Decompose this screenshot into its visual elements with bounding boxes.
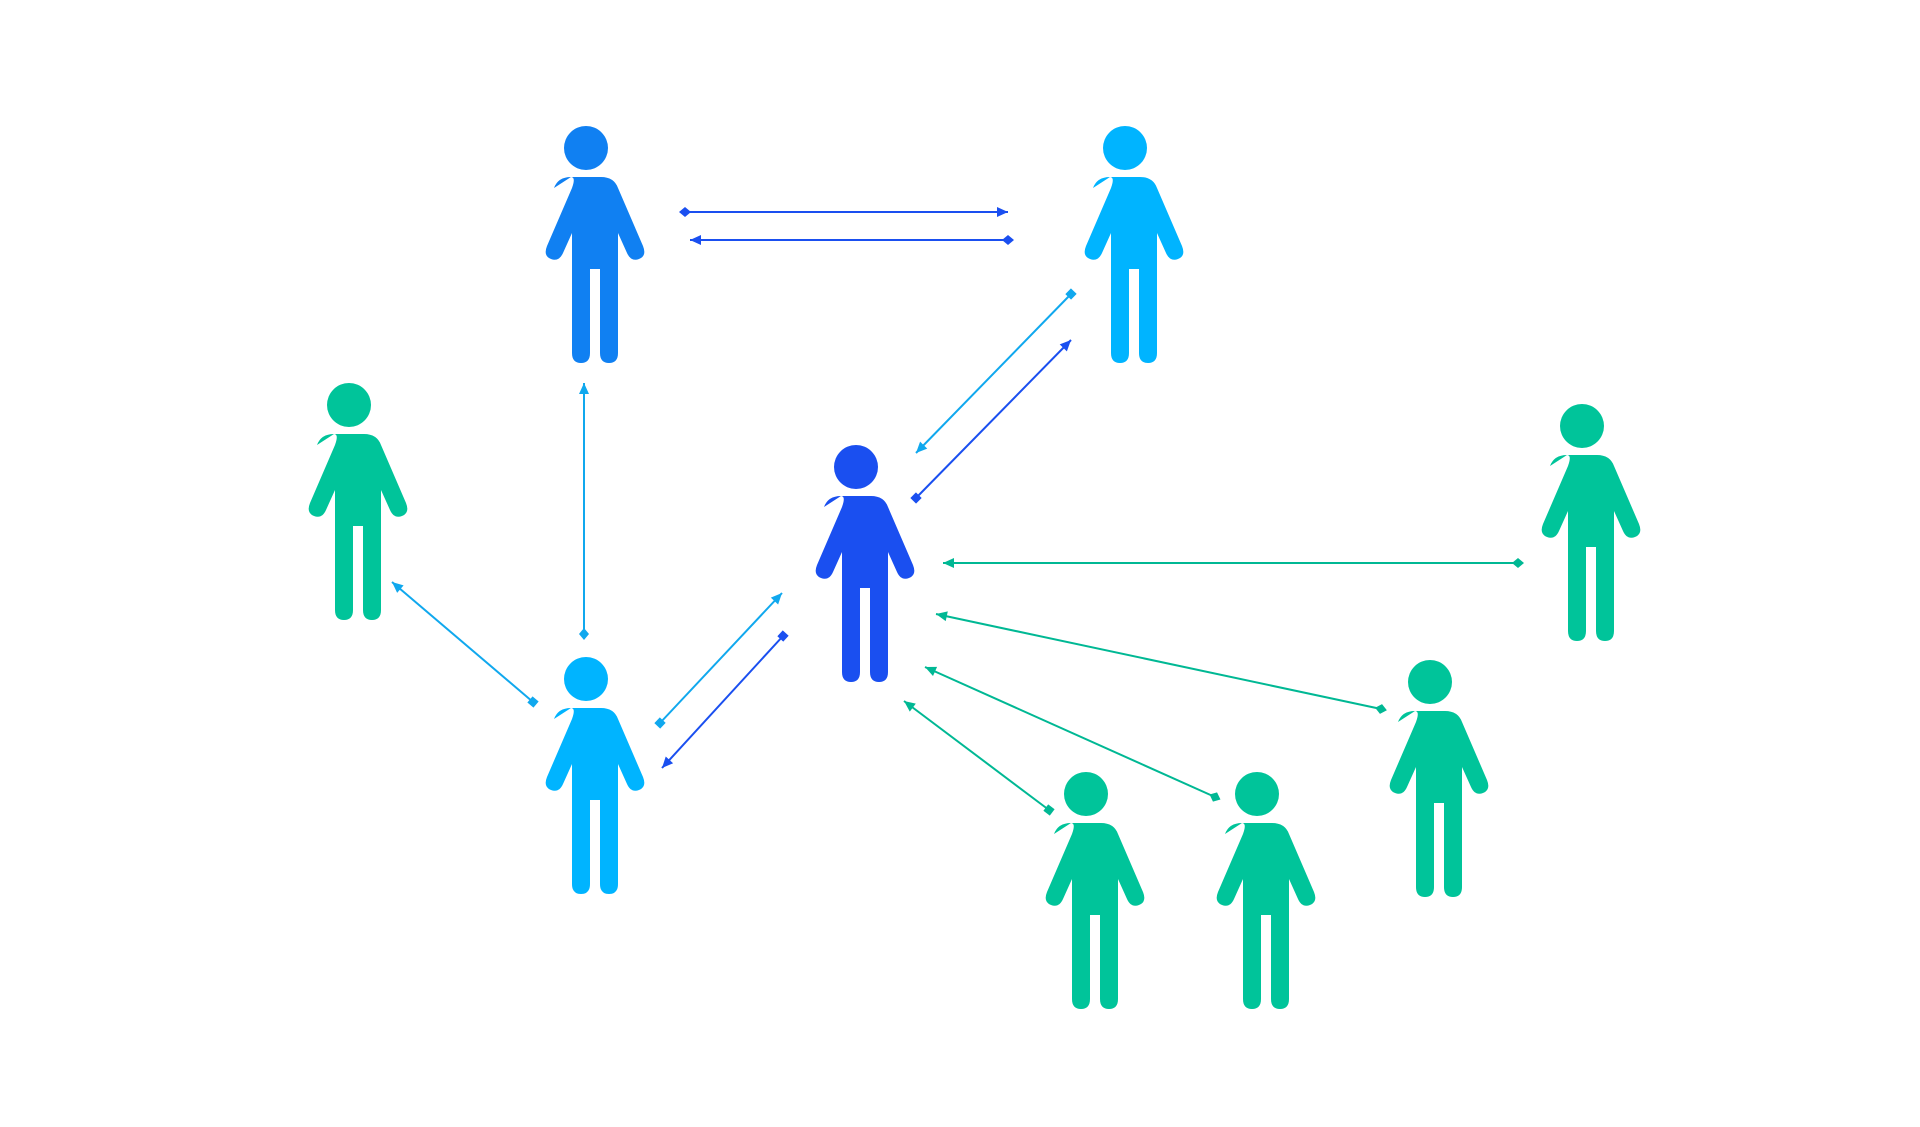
person-right-lower	[1389, 660, 1489, 897]
connection-arrow	[910, 339, 1072, 504]
connection-arrow	[903, 700, 1055, 816]
person-icon	[1541, 404, 1641, 641]
connection-arrow	[943, 558, 1524, 568]
person-center	[815, 445, 915, 682]
person-icon	[1045, 772, 1145, 1009]
person-far-left	[308, 383, 408, 620]
person-bottom-right	[1216, 772, 1316, 1009]
connection-arrow	[654, 592, 783, 729]
person-icon	[1216, 772, 1316, 1009]
connection-arrow	[924, 666, 1221, 802]
connection-arrow	[915, 288, 1077, 454]
person-icon	[1389, 660, 1489, 897]
person-top-right	[1084, 126, 1184, 363]
person-icon	[815, 445, 915, 682]
connection-arrow	[661, 630, 789, 769]
connection-arrow	[391, 581, 539, 708]
connection-arrow	[690, 235, 1014, 245]
connection-arrow	[679, 207, 1008, 217]
person-top-left	[545, 126, 645, 363]
person-bottom-middle	[1045, 772, 1145, 1009]
person-icon	[545, 126, 645, 363]
person-icon	[308, 383, 408, 620]
connection-arrow	[579, 383, 589, 640]
person-icon	[545, 657, 645, 894]
connection-arrow	[935, 611, 1387, 714]
person-icon	[1084, 126, 1184, 363]
person-far-right	[1541, 404, 1641, 641]
connections-layer	[391, 207, 1524, 816]
person-bottom-left	[545, 657, 645, 894]
